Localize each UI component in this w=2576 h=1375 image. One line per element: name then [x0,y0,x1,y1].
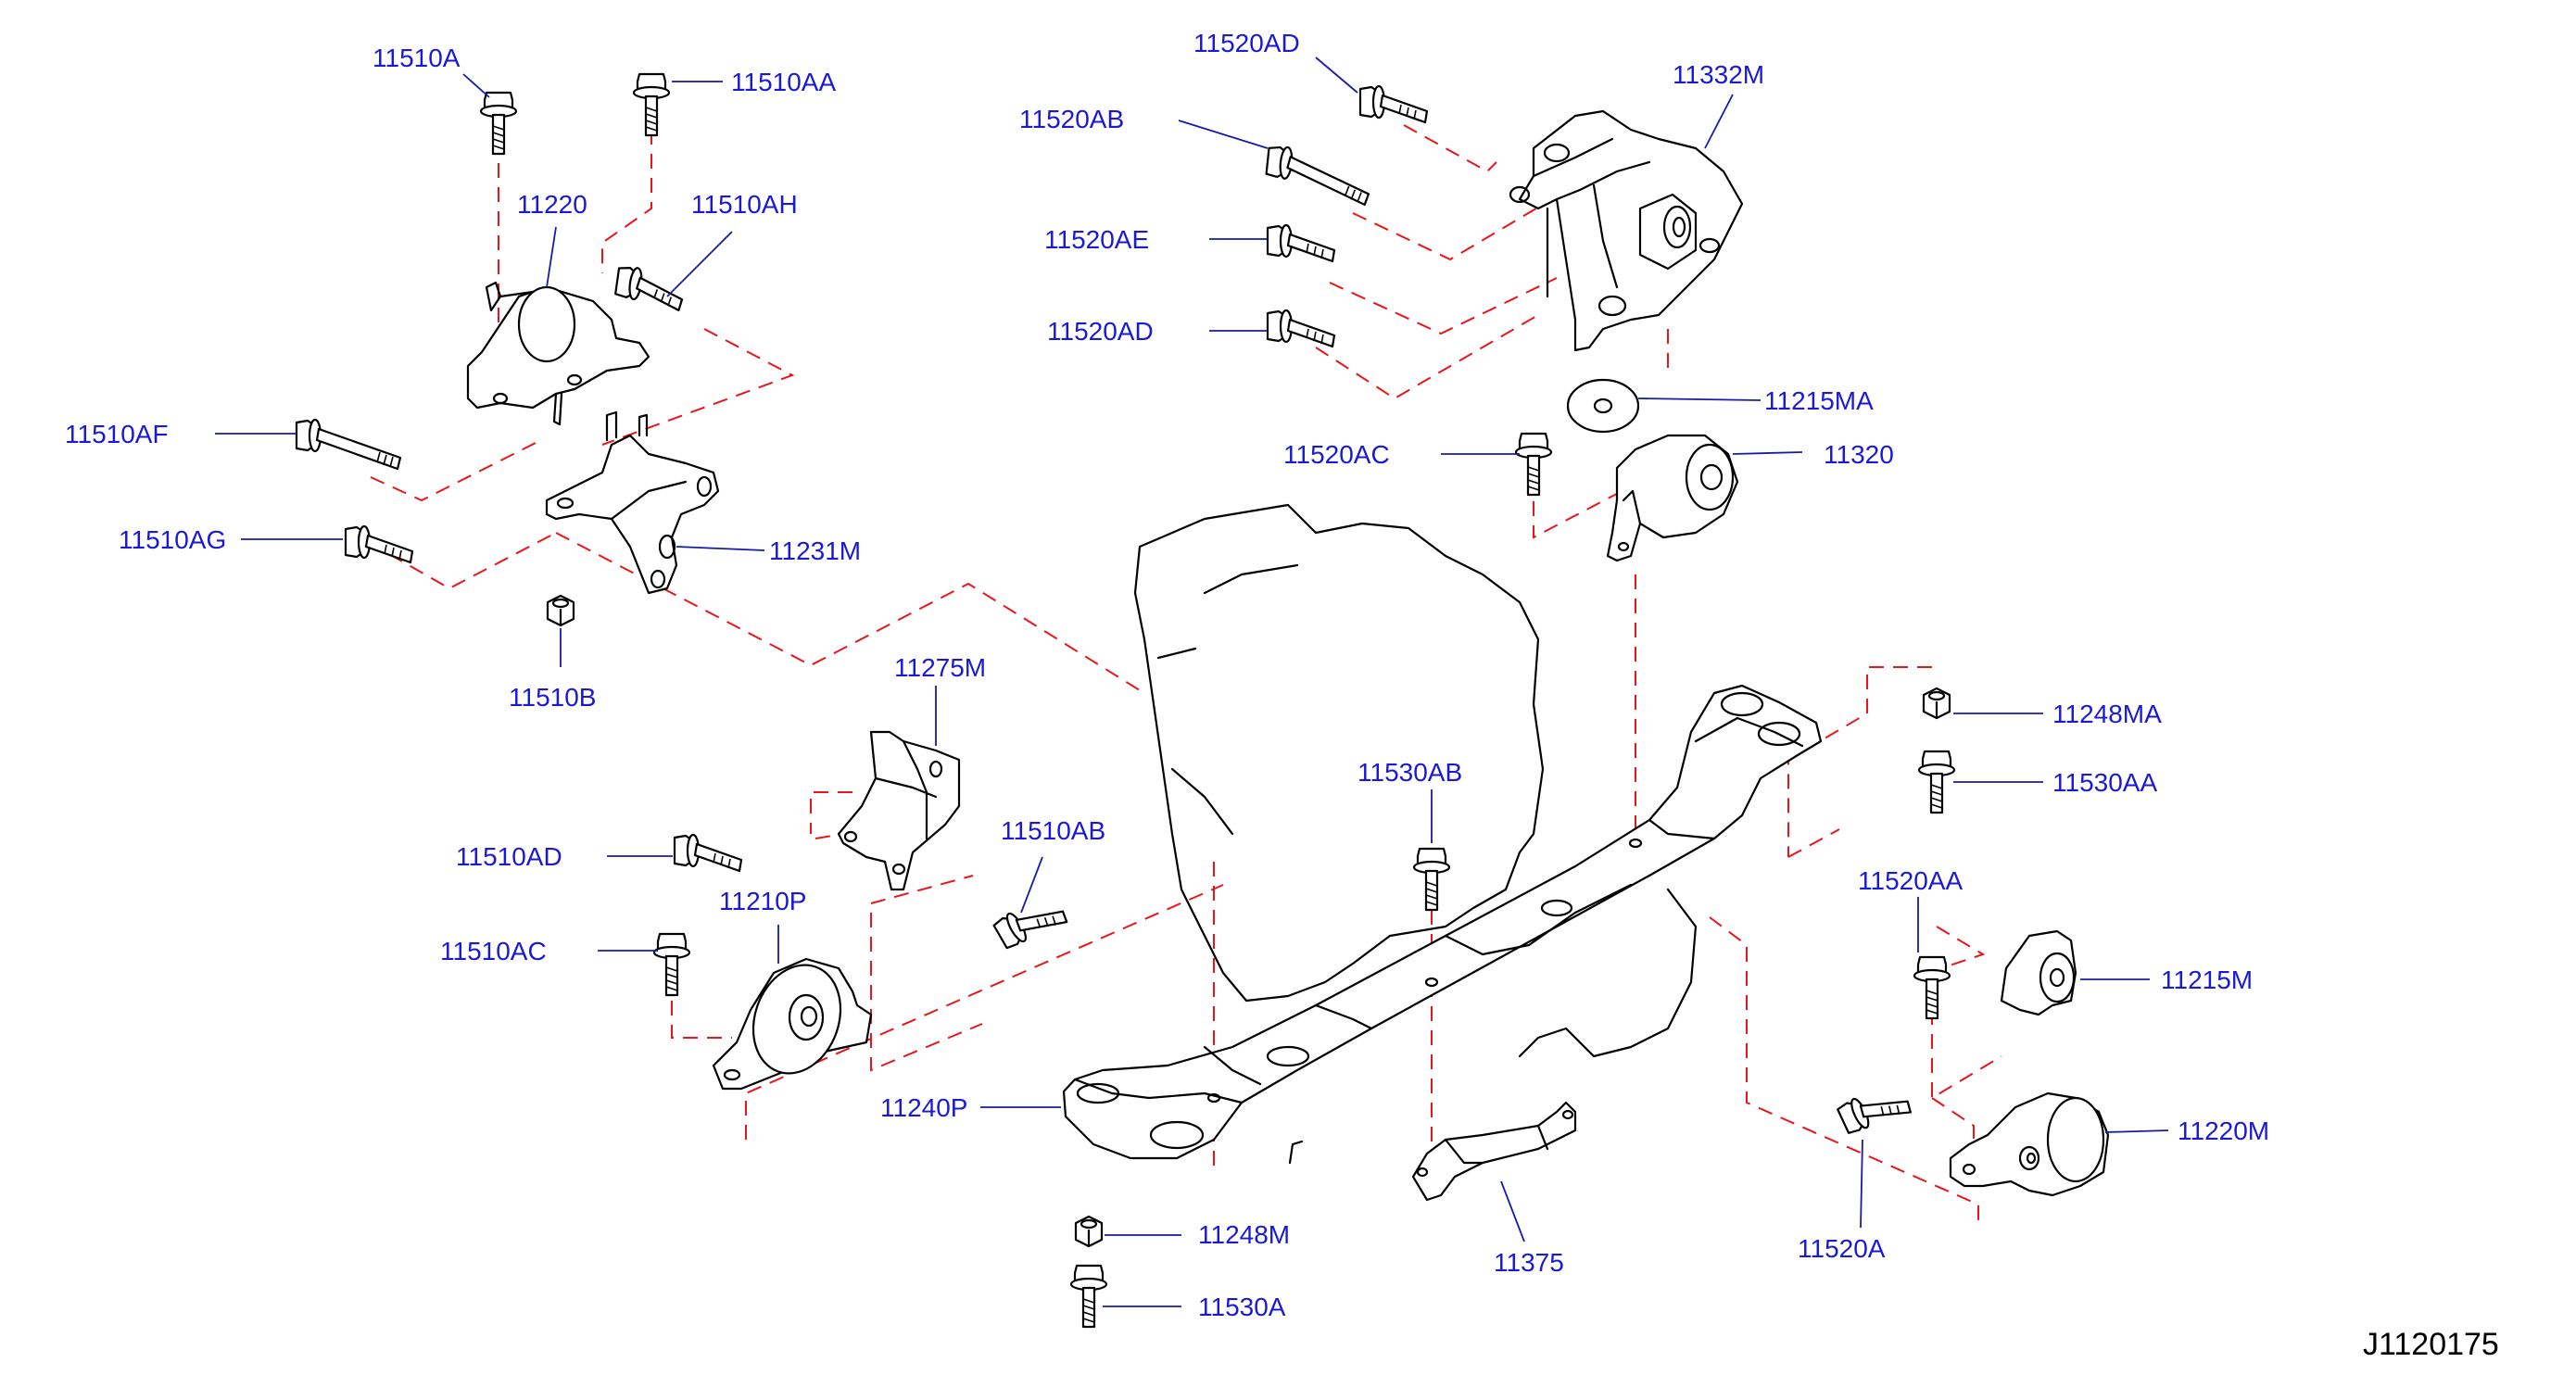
bolt-11520AE [1266,223,1336,263]
bolt-11510A [479,91,518,156]
engine-mount-11220M [1949,1091,2110,1197]
label-11248M: 11248M [1198,1220,1290,1249]
washer-11215MA [1566,378,1640,434]
label-11510AB: 11510AB [1001,816,1105,845]
label-11320: 11320 [1824,440,1894,469]
engine-block-outline [1133,503,1698,1058]
label-11520AC: 11520AC [1283,440,1390,469]
engine-mount-bracket-11332M [1509,109,1744,352]
label-11231M: 11231M [769,536,861,565]
label-11530AA: 11530AA [2052,768,2157,797]
bolt-11520AB [1263,144,1374,207]
label-11520AA: 11520AA [1858,866,1963,895]
bolt-11510AA [632,72,671,137]
bolt-11520AA [1913,955,1951,1020]
bolt-11520AD-top [1358,84,1429,124]
front-crossmember [1062,684,1823,1165]
label-11510B: 11510B [509,683,596,712]
engine-mount-11220 [466,281,650,426]
diagram-id: J1120175 [2363,1327,2499,1362]
spacer-11215M [2000,929,2077,1016]
bolt-11530AB [1412,847,1451,912]
label-11210P: 11210P [719,887,806,915]
nut-11248MA [1922,687,1951,720]
bolt-11520AD-mid [1266,309,1336,348]
label-11510AF: 11510AF [65,420,169,448]
label-11530AB: 11530AB [1357,758,1462,787]
label-11520AD-top: 11520AD [1193,29,1300,57]
bolt-11520AC [1514,432,1553,497]
bolt-11510AD [673,833,743,873]
label-11248MA: 11248MA [2052,700,2162,728]
bolt-11510AF [295,418,402,471]
label-11520A: 11520A [1798,1234,1886,1263]
label-11520AB: 11520AB [1019,105,1124,133]
bracket-11231M [545,410,720,595]
label-11375: 11375 [1494,1248,1564,1277]
bolt-11510AB [991,889,1070,956]
leader-lines [215,57,2169,1307]
label-11220: 11220 [517,190,587,219]
label-11520AD-mid: 11520AD [1047,317,1154,346]
nut-11510B [546,594,575,627]
engine-mount-insulator-11320 [1606,434,1739,562]
label-11215M: 11215M [2161,965,2253,994]
bolt-11530AA [1917,750,1956,814]
bolt-11510AC [652,932,691,997]
label-11220M: 11220M [2178,1116,2269,1145]
torque-rod-11375 [1411,1101,1577,1202]
nut-11248M [1074,1215,1104,1248]
engine-mount-11210P [712,957,873,1091]
label-11530A: 11530A [1198,1293,1286,1321]
label-11240P: 11240P [880,1093,967,1122]
bracket-11275M [837,730,961,891]
label-11215MA: 11215MA [1764,386,1874,415]
label-11275M: 11275M [894,653,986,682]
part-labels: 11510A 11510AA 11220 11510AH 11510AF 115… [65,29,2269,1321]
bolt-11510AG [344,524,414,564]
label-11510AH: 11510AH [691,190,798,219]
bolt-11530A [1069,1264,1108,1329]
bolt-11520A [1835,1078,1913,1142]
label-11510AG: 11510AG [119,525,226,554]
label-11520AE: 11520AE [1044,225,1149,254]
label-11332M: 11332M [1673,60,1764,89]
label-11510A: 11510A [373,44,461,72]
label-11510AA: 11510AA [731,68,836,96]
label-11510AD: 11510AD [456,842,562,871]
label-11510AC: 11510AC [440,937,547,965]
